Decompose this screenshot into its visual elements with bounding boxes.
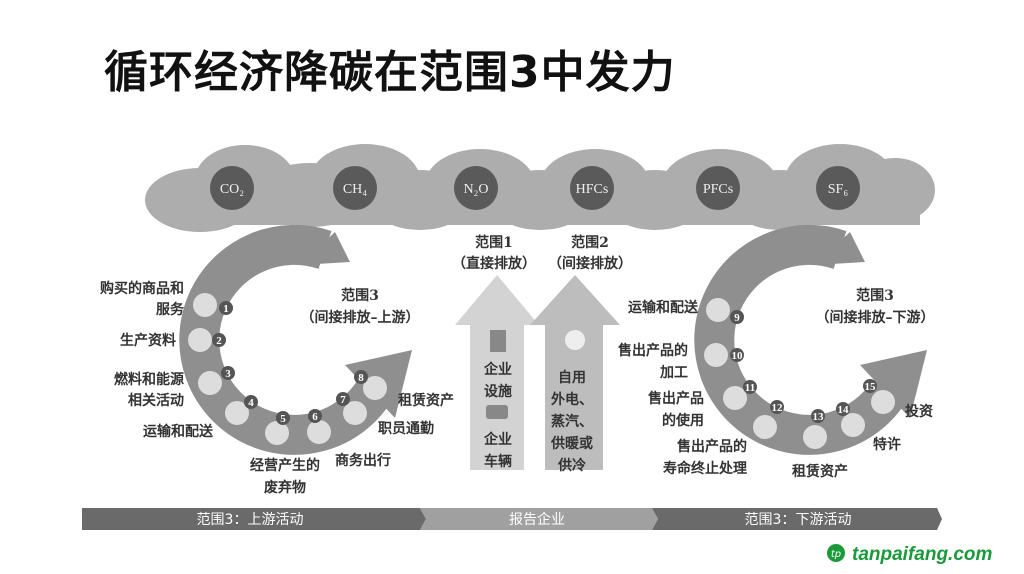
svg-text:设施: 设施 [484, 383, 512, 400]
svg-text:企业: 企业 [483, 361, 512, 378]
svg-text:售出产品的: 售出产品的 [617, 342, 688, 359]
svg-text:2: 2 [216, 335, 222, 347]
upstream-markers: 1 2 3 4 5 6 7 8 [188, 293, 387, 445]
svg-text:10: 10 [732, 350, 744, 362]
gas-hfcs: HFCs [570, 166, 614, 210]
svg-text:寿命终止处理: 寿命终止处理 [663, 460, 747, 477]
bar-downstream: 范围3：下游活动 [745, 511, 852, 528]
svg-text:范围2: 范围2 [571, 234, 609, 251]
svg-text:SF₆: SF₆ [828, 182, 849, 197]
svg-text:投资: 投资 [905, 403, 933, 420]
downstream-arc-arrow [694, 224, 927, 455]
svg-text:运输和配送: 运输和配送 [628, 299, 699, 316]
svg-text:售出产品的: 售出产品的 [676, 438, 747, 455]
upstream-labels: 范围3 （间接排放–上游） 购买的商品和 服务 生产资料 燃料和能源 相关活动 … [100, 280, 454, 496]
svg-text:外电、: 外电、 [551, 391, 593, 408]
svg-text:蒸汽、: 蒸汽、 [551, 413, 593, 430]
building-icon [490, 330, 506, 352]
svg-text:供冷: 供冷 [557, 457, 586, 474]
svg-text:租赁资产: 租赁资产 [398, 392, 454, 409]
svg-text:CH₄: CH₄ [343, 182, 367, 197]
plug-icon [565, 330, 585, 350]
svg-text:范围1: 范围1 [475, 234, 513, 251]
svg-text:运输和配送: 运输和配送 [143, 423, 214, 440]
gas-sf6: SF₆ [816, 166, 860, 210]
svg-text:6: 6 [312, 411, 318, 423]
svg-text:15: 15 [865, 381, 877, 393]
watermark: tp tanpaifang.com [827, 544, 993, 565]
svg-text:企业: 企业 [483, 431, 512, 448]
svg-text:3: 3 [225, 368, 231, 380]
svg-text:的使用: 的使用 [662, 412, 704, 429]
svg-text:生产资料: 生产资料 [120, 332, 176, 349]
svg-text:服务: 服务 [156, 301, 185, 318]
svg-text:自用: 自用 [558, 369, 586, 386]
svg-text:7: 7 [340, 394, 346, 406]
bar-upstream: 范围3：上游活动 [197, 511, 304, 528]
svg-text:废弃物: 废弃物 [264, 479, 306, 496]
svg-text:5: 5 [280, 413, 286, 425]
scope1-arrow [455, 275, 539, 470]
svg-text:加工: 加工 [659, 365, 688, 381]
svg-text:范围3: 范围3 [341, 287, 379, 304]
svg-text:9: 9 [734, 312, 740, 324]
svg-text:11: 11 [745, 382, 755, 394]
scope2-arrow [530, 275, 620, 470]
svg-text:N₂O: N₂O [463, 182, 488, 197]
svg-text:职员通勤: 职员通勤 [378, 420, 434, 437]
svg-text:经营产生的: 经营产生的 [250, 457, 320, 474]
slide-title: 循环经济降碳在范围3中发力 [104, 47, 676, 98]
svg-text:1: 1 [223, 303, 229, 315]
svg-text:4: 4 [248, 397, 254, 409]
scope1-2-labels: 范围1 （直接排放） 范围2 （间接排放） 企业 设施 企业 车辆 自用 外电、… [452, 234, 632, 474]
logo-icon [827, 544, 845, 562]
gas-list: CO₂ CH₄ N₂O HFCs PFCs SF₆ [210, 166, 860, 210]
gas-ch4: CH₄ [333, 166, 377, 210]
svg-text:HFCs: HFCs [576, 182, 609, 197]
svg-text:8: 8 [358, 372, 364, 384]
gas-co2: CO₂ [210, 166, 254, 210]
svg-text:14: 14 [838, 404, 850, 416]
svg-text:CO₂: CO₂ [220, 182, 244, 197]
downstream-labels: 范围3 （间接排放–下游） 运输和配送 售出产品的 加工 售出产品 的使用 售出… [617, 287, 935, 480]
bar-reporting-company: 报告企业 [509, 511, 565, 528]
truck-icon [486, 405, 508, 419]
svg-text:相关活动: 相关活动 [128, 392, 184, 409]
activity-bar: 范围3：上游活动 报告企业 范围3：下游活动 [82, 508, 942, 530]
svg-text:tp: tp [831, 549, 841, 560]
svg-text:售出产品: 售出产品 [647, 390, 704, 407]
svg-text:租赁资产: 租赁资产 [792, 463, 848, 480]
svg-text:车辆: 车辆 [484, 453, 512, 470]
svg-text:（直接排放）: （直接排放） [452, 255, 536, 272]
svg-text:特许: 特许 [873, 436, 901, 453]
svg-text:12: 12 [772, 402, 784, 414]
svg-text:tanpaifang.com: tanpaifang.com [852, 544, 993, 565]
svg-text:燃料和能源: 燃料和能源 [114, 371, 184, 388]
svg-text:供暖或: 供暖或 [550, 435, 593, 452]
svg-text:范围3: 范围3 [856, 287, 894, 304]
svg-text:13: 13 [813, 411, 825, 423]
gas-n2o: N₂O [454, 166, 498, 210]
svg-text:（间接排放–上游）: （间接排放–上游） [301, 309, 420, 326]
svg-text:购买的商品和: 购买的商品和 [100, 280, 184, 297]
gas-pfcs: PFCs [696, 166, 740, 210]
svg-text:（间接排放–下游）: （间接排放–下游） [816, 309, 935, 326]
svg-text:PFCs: PFCs [703, 182, 733, 197]
cloud-band [145, 144, 935, 232]
downstream-markers: 9 10 11 12 13 14 15 [704, 298, 895, 449]
svg-text:商务出行: 商务出行 [335, 452, 391, 469]
svg-text:（间接排放）: （间接排放） [548, 255, 632, 272]
